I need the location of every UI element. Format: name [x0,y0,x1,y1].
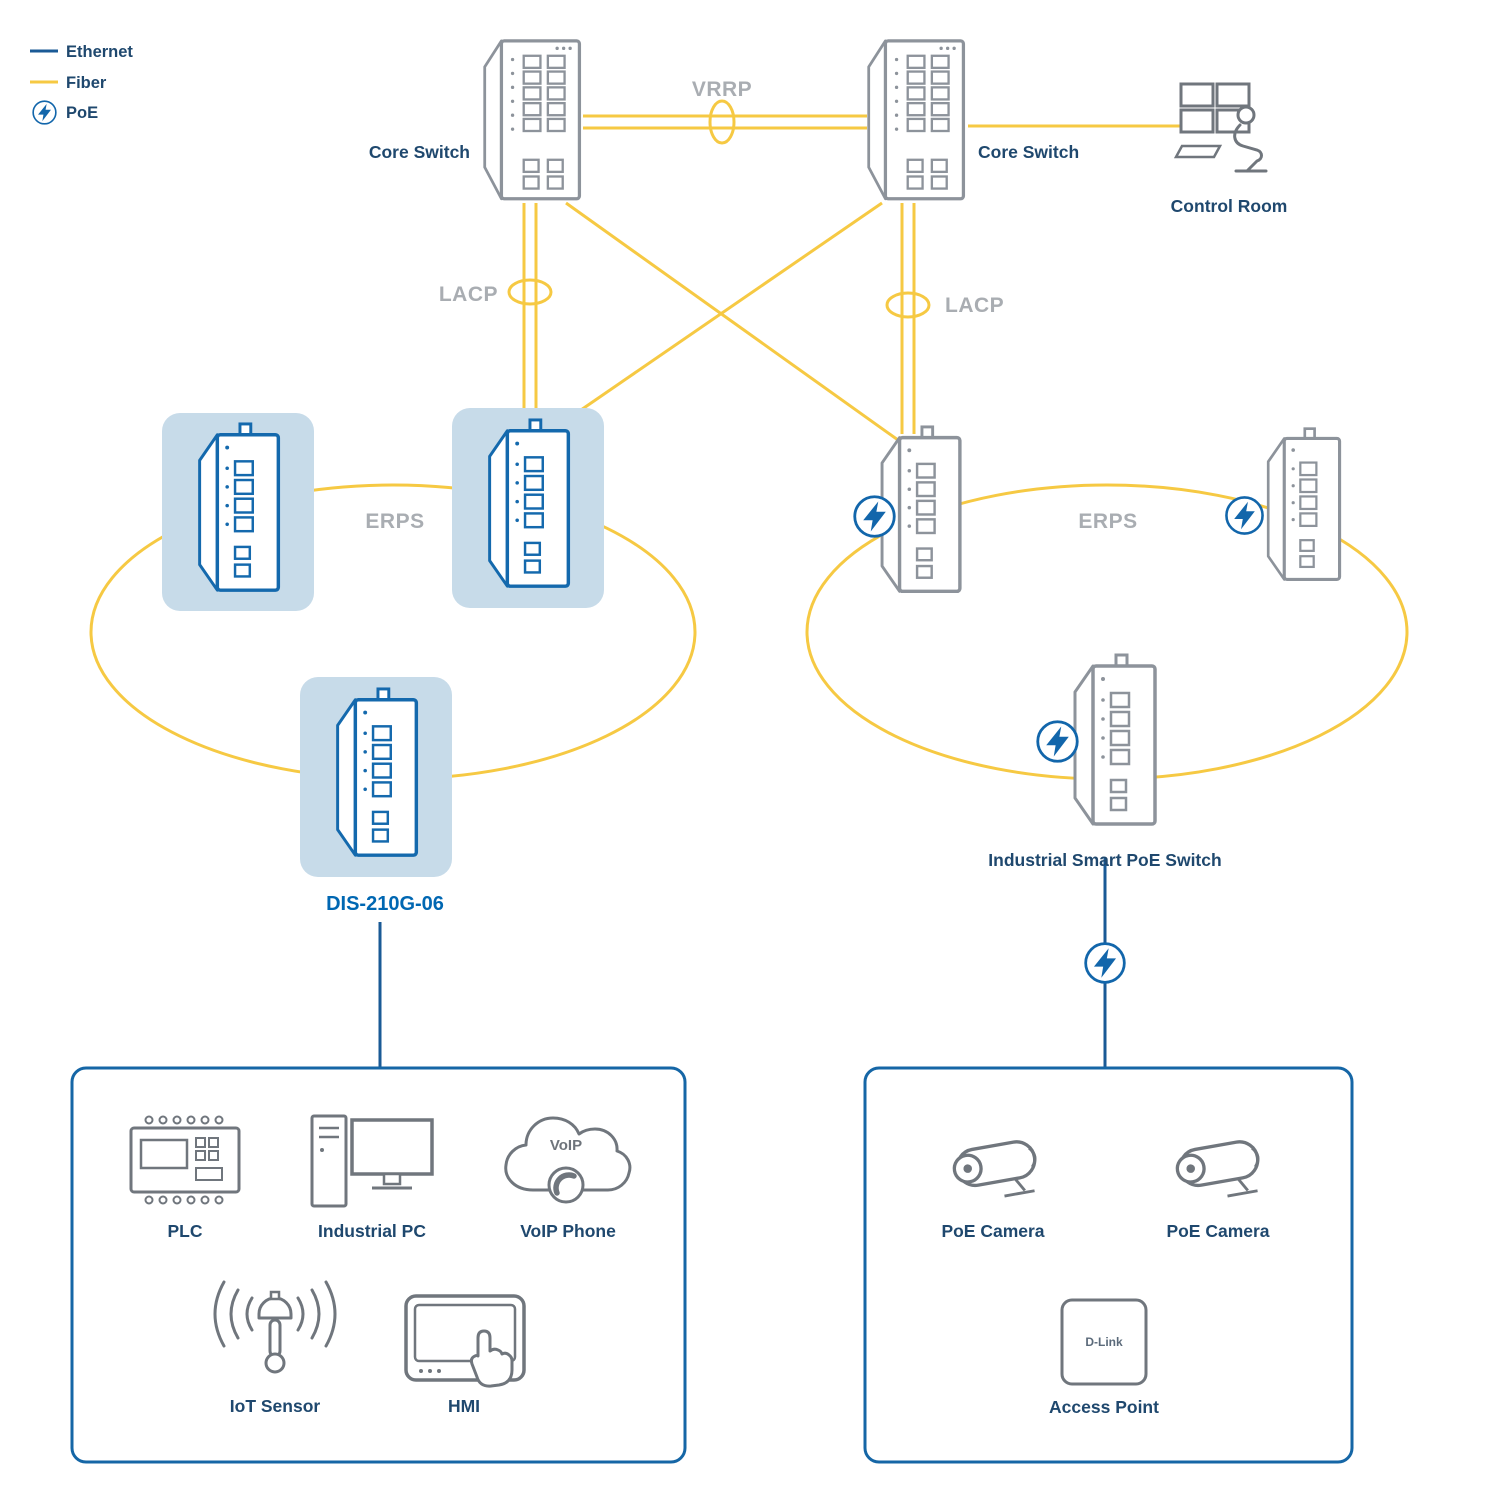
cross-link-core1-ring-right [565,201,899,442]
poe-bolt-icon [1036,720,1079,763]
lacp-right-aggregation-ellipse [885,291,931,319]
poe-camera-device-2: PoE Camera [1166,1137,1270,1241]
iot-sensor-icon [213,1280,337,1374]
dis210g-switch-icon [335,687,419,857]
legend-poe-icon [32,100,57,125]
control-room-monitor [1179,82,1215,108]
core-switch-right-label: Core Switch [978,142,1079,162]
operator-body-icon [1233,123,1263,173]
edge-devices-right-box: PoE Camera PoE Camera D-Link Access Poin… [863,1066,1354,1464]
control-room-monitor [1179,108,1215,134]
operator-head-icon [1236,105,1256,125]
poe-bolt-icon [1225,496,1264,535]
plc-label: PLC [168,1221,203,1241]
poe-camera-device-1: PoE Camera [941,1137,1045,1241]
ring-left-switch-b [452,408,604,608]
ring-left-switch-a [162,413,314,611]
dis210g-switch-icon [487,418,571,588]
hmi-label: HMI [448,1396,480,1416]
control-room-label: Control Room [1171,196,1288,216]
core-switch-right: Core Switch [867,39,1079,201]
vrrp-label: VRRP [692,78,752,101]
voip-cloud-text: VoIP [550,1137,582,1154]
voip-cloud-icon: VoIP [504,1116,632,1204]
ring-right-switch-b [1225,427,1342,581]
ethernet-links [378,858,1107,1068]
poe-switch-icon [1073,653,1157,826]
plc-device: PLC [129,1115,241,1241]
phone-handset-icon [553,1172,577,1196]
core-switch-left-icon [483,39,582,201]
ring-right-switch-a [853,425,962,594]
core-switch-right-icon [867,39,966,201]
voip-phone-device: VoIP VoIP Phone [504,1116,632,1241]
core-switch-left-label: Core Switch [369,142,470,162]
access-point-label: Access Point [1049,1397,1159,1417]
access-point-brand-text: D-Link [1085,1335,1123,1349]
ring-left-switch-c: DIS-210G-06 [300,677,452,915]
poe-switch-icon [1266,427,1342,581]
erps-left-label: ERPS [365,510,424,533]
vrrp-aggregation-ellipse [708,99,736,145]
control-room: Control Room [1171,82,1288,216]
iot-sensor-label: IoT Sensor [230,1396,321,1416]
poe-bolt-icon [853,495,896,538]
hmi-device: HMI [404,1294,526,1416]
access-point-device: D-Link Access Point [1049,1298,1159,1417]
poe-camera-label: PoE Camera [941,1221,1044,1241]
hmi-icon [404,1294,526,1388]
lacp-left-label: LACP [439,283,498,306]
plc-icon [129,1115,241,1205]
legend-fiber-label: Fiber [66,74,107,92]
ring-right-switch-c: Industrial Smart PoE Switch [988,653,1222,870]
poe-camera-label: PoE Camera [1166,1221,1269,1241]
dis210g-product-label: DIS-210G-06 [326,893,444,915]
control-room-monitor [1215,82,1251,108]
legend: Ethernet Fiber PoE [30,43,133,125]
erps-right-label: ERPS [1078,510,1137,533]
voip-phone-label: VoIP Phone [520,1221,616,1241]
legend-poe-label: PoE [66,104,98,122]
edge-devices-left-box: PLC Industrial PC VoIP VoIP Ph [70,1066,687,1464]
pointing-hand-icon [469,1329,514,1388]
poe-switch-label: Industrial Smart PoE Switch [988,850,1221,870]
lacp-left-aggregation-ellipse [507,278,553,306]
poe-bolt-icon [1084,942,1126,984]
industrial-pc-device: Industrial PC [310,1114,434,1241]
legend-ethernet-label: Ethernet [66,43,133,61]
control-room-keyboard [1173,144,1223,159]
industrial-pc-icon [310,1114,434,1208]
access-point-icon [1060,1298,1148,1386]
dis210g-switch-icon [197,422,281,592]
industrial-pc-label: Industrial PC [318,1221,426,1241]
cross-link-core2-ring-left [577,201,883,414]
core-switch-left: Core Switch [369,39,582,201]
lacp-right-label: LACP [945,294,1004,317]
iot-sensor-device: IoT Sensor [213,1280,337,1416]
